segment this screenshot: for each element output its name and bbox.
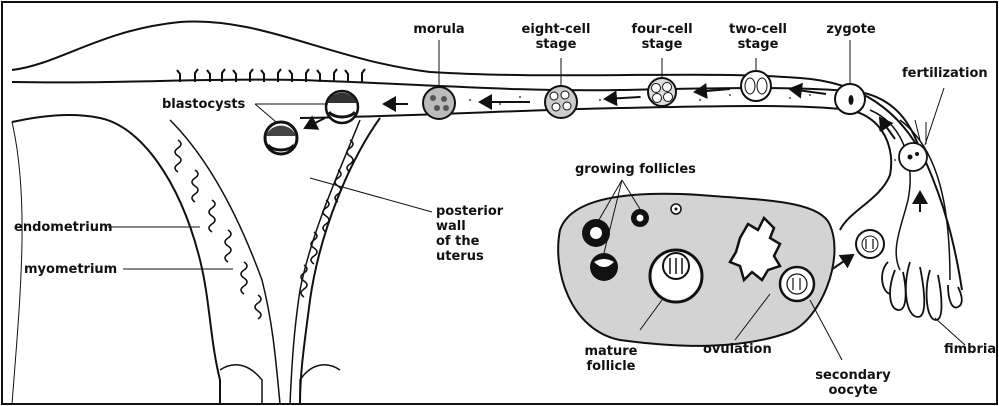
label-mature-line2: follicle: [576, 359, 646, 374]
label-blastocysts: blastocysts: [162, 97, 245, 112]
endometrial-glands-left: [175, 140, 261, 319]
label-posterior-line3: of the: [436, 234, 503, 249]
four-cell-embryo: [648, 78, 676, 106]
label-endometrium: endometrium: [14, 220, 113, 235]
label-four-cell-line2: stage: [612, 37, 712, 52]
zygote-cell: [835, 84, 865, 114]
label-posterior-line1: posterior: [436, 204, 503, 219]
outer-left-edge: [12, 122, 22, 404]
cervix-left: [220, 365, 262, 404]
cervix-right: [300, 365, 340, 404]
label-growing-follicles: growing follicles: [575, 162, 696, 177]
growing-follicle-2: [631, 209, 649, 227]
cavity-left-wall: [170, 120, 280, 404]
label-myometrium: myometrium: [24, 262, 117, 277]
label-two-cell-stage: two-cell stage: [716, 22, 800, 52]
label-zygote: zygote: [818, 22, 884, 37]
growing-follicle-4: [590, 253, 618, 281]
label-morula: morula: [404, 22, 474, 37]
growing-follicle-3: [671, 204, 681, 214]
two-cell-embryo: [741, 71, 771, 101]
label-posterior-wall: posterior wall of the uterus: [436, 204, 503, 264]
label-mature-line1: mature: [576, 344, 646, 359]
label-secondary-line2: oocyte: [806, 383, 900, 398]
blastocyst-lower: [265, 122, 297, 154]
label-posterior-line2: wall: [436, 219, 503, 234]
label-eight-cell-stage: eight-cell stage: [506, 22, 606, 52]
label-posterior-line4: uterus: [436, 249, 503, 264]
endometrial-glands-right: [301, 140, 353, 297]
label-four-cell-line1: four-cell: [612, 22, 712, 37]
morula-cell: [423, 87, 455, 119]
label-four-cell-stage: four-cell stage: [612, 22, 712, 52]
leader-lines: [108, 40, 965, 360]
label-fertilization: fertilization: [902, 66, 988, 81]
label-ovulation: ovulation: [703, 342, 772, 357]
label-eight-cell-line2: stage: [506, 37, 606, 52]
mature-follicle-shape: [650, 250, 702, 302]
cavity-right-wall: [290, 120, 360, 404]
label-fimbria: fimbria: [944, 342, 996, 357]
label-secondary-line1: secondary: [806, 368, 900, 383]
label-mature-follicle: mature follicle: [576, 344, 646, 374]
released-oocyte: [856, 230, 884, 258]
growing-follicle-1: [582, 219, 610, 247]
label-two-cell-line1: two-cell: [716, 22, 800, 37]
eight-cell-embryo: [545, 86, 577, 118]
label-two-cell-line2: stage: [716, 37, 800, 52]
blastocyst-upper: [326, 91, 358, 123]
secondary-oocyte-cell: [780, 267, 814, 301]
uterus-left-wall: [12, 115, 220, 404]
label-eight-cell-line1: eight-cell: [506, 22, 606, 37]
label-secondary-oocyte: secondary oocyte: [806, 368, 900, 398]
